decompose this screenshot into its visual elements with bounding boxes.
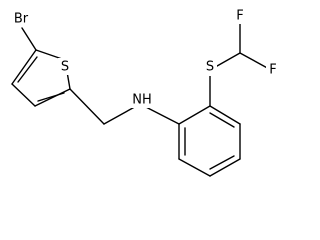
atom-nh-label: NH — [132, 93, 152, 108]
atom-s-thiophene-label: S — [61, 60, 69, 75]
atom-f-left: F — [233, 7, 247, 24]
bond-c2-c3 — [34, 88, 71, 107]
label-mask — [233, 7, 247, 24]
bond-c4b-c5b — [209, 158, 241, 177]
molecule-structure: Br S NH S F F — [11, 7, 280, 177]
atom-br: Br — [11, 10, 33, 27]
bond-c5b-c6b — [178, 158, 211, 177]
atom-f-right-label: F — [269, 63, 276, 78]
bond-c2-c3-inner — [37, 92, 65, 102]
bond-c2b-c3b-inner — [209, 112, 235, 128]
bond-c2b-c3b — [209, 105, 241, 125]
bond-c3-c4 — [11, 83, 36, 107]
atom-labels: Br S NH S F F — [11, 7, 280, 108]
label-mask — [58, 58, 72, 75]
bond-c1-c2b — [178, 105, 211, 125]
atom-s-thioether: S — [203, 59, 217, 76]
atom-s-thioether-label: S — [206, 60, 214, 75]
bond-c4-c5 — [11, 49, 37, 85]
bond-c4-c5-inner — [17, 56, 38, 83]
label-mask — [203, 59, 217, 76]
bond-c2-ch2 — [69, 88, 105, 125]
label-mask — [11, 10, 33, 27]
bond-br-c5 — [21, 27, 37, 51]
label-mask — [130, 91, 154, 108]
bond-c4b-c5b-inner — [209, 155, 235, 170]
atom-f-left-label: F — [236, 9, 243, 24]
atom-s-thiophene: S — [58, 58, 72, 75]
atom-nh: NH — [130, 91, 154, 108]
bond-chf2-f-right — [239, 52, 272, 71]
atom-br-label: Br — [14, 12, 29, 27]
label-mask — [266, 61, 280, 78]
atom-f-right: F — [266, 61, 280, 78]
